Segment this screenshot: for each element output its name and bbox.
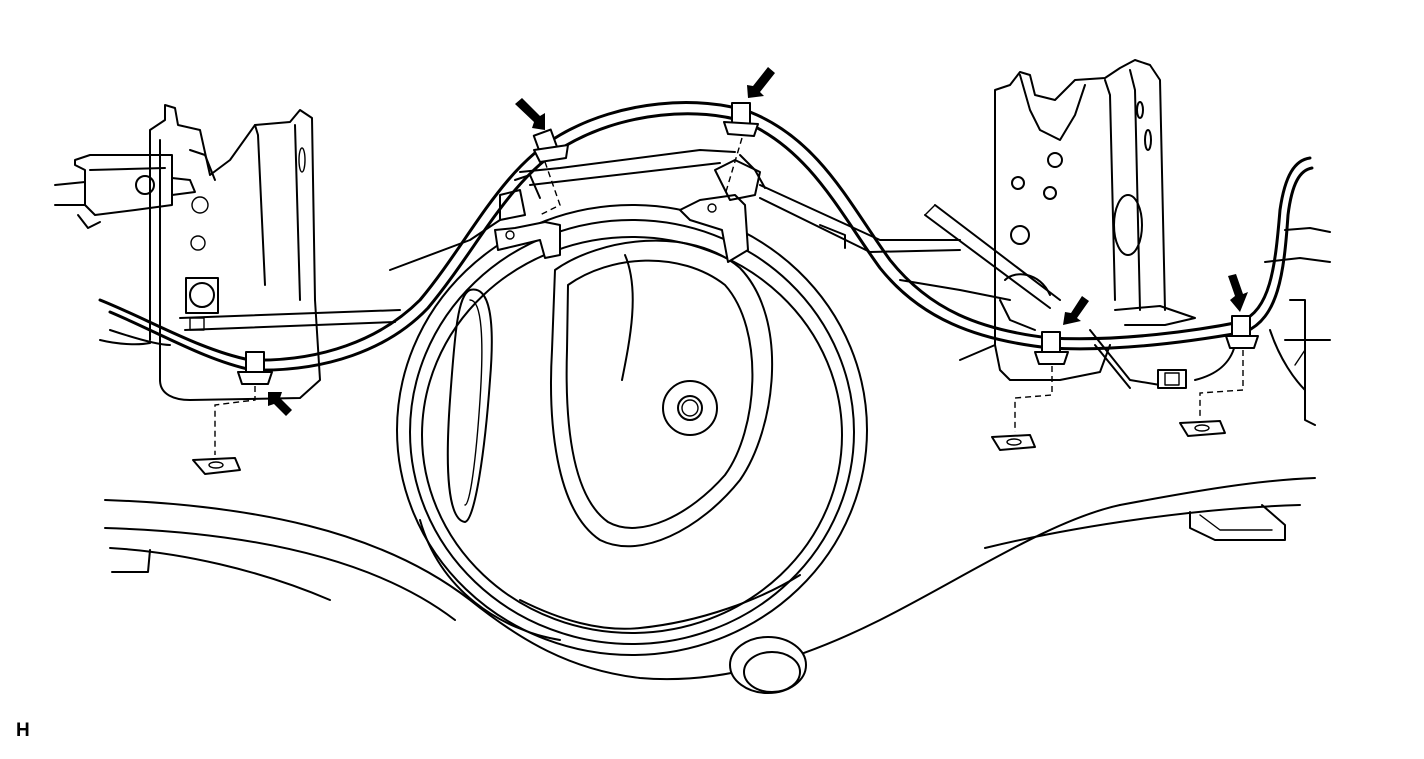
arrow-clip-right-1 <box>1063 296 1089 325</box>
small-cable-clamp <box>1157 369 1187 389</box>
arrow-clip-top-right <box>747 67 775 98</box>
cross-members <box>99 149 1161 389</box>
arrow-clip-lower-left <box>268 392 292 416</box>
mounting-hole-3 <box>1179 420 1226 437</box>
right-bracket <box>959 59 1331 426</box>
diff-cable-brackets <box>494 154 766 263</box>
cable-clip-1 <box>237 351 273 385</box>
left-bracket <box>54 104 321 401</box>
cable-clip-4 <box>1034 331 1069 365</box>
mounting-hole-1 <box>192 457 241 475</box>
axle-beam <box>104 477 1316 681</box>
figure-code: H <box>16 720 30 741</box>
differential-housing <box>396 204 868 694</box>
arrow-clip-right-2 <box>1228 274 1248 312</box>
mounting-hole-2 <box>991 434 1036 451</box>
cable-clip-3 <box>723 102 759 137</box>
parking-brake-cable <box>98 101 1314 381</box>
arrow-clip-top-left <box>515 98 545 130</box>
cable-clip-5 <box>1225 315 1259 349</box>
dashed-leaders <box>214 137 1244 455</box>
cable-clip-2 <box>532 128 569 163</box>
